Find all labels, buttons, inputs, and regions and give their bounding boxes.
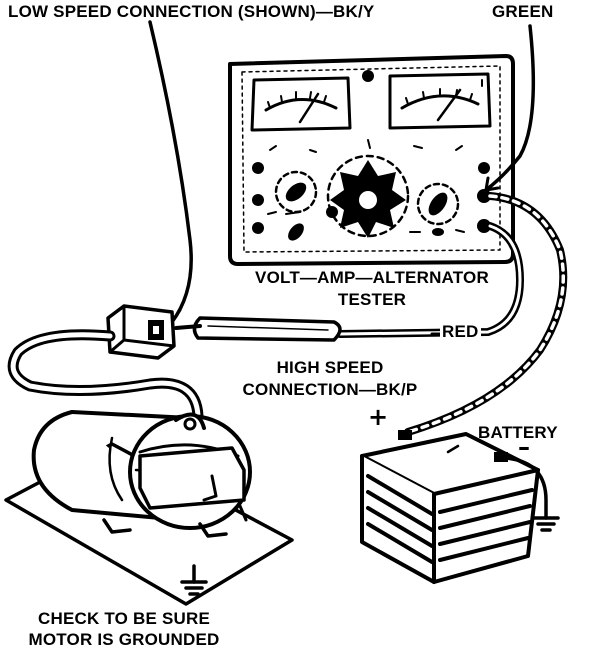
battery — [360, 430, 540, 584]
tester-right-jacks — [477, 162, 491, 233]
low-speed-connection-label: LOW SPEED CONNECTION (SHOWN)—BK/Y — [8, 2, 375, 21]
green-leader-line — [484, 24, 536, 192]
battery-label: BATTERY — [478, 423, 558, 442]
tester-unit — [228, 54, 515, 266]
red-lead-label: RED — [440, 322, 481, 341]
tester-label-line2: TESTER — [337, 290, 407, 309]
battery-negative-sign: – — [518, 433, 531, 461]
motor-ground-symbol — [180, 564, 208, 596]
tester-top-dial — [362, 70, 374, 82]
battery-positive-terminal — [398, 430, 412, 440]
check-ground-note-line1: CHECK TO BE SURE — [38, 609, 210, 628]
red-lead — [336, 222, 524, 338]
low-speed-leader-line — [148, 20, 193, 324]
tester-center-knob — [326, 154, 410, 238]
battery-positive-sign: + — [368, 403, 389, 431]
high-speed-label-line1: HIGH SPEED — [276, 358, 384, 377]
battery-ground-lead — [504, 456, 560, 532]
tester-label-line1: VOLT—AMP—ALTERNATOR — [255, 268, 489, 287]
check-ground-note-line2: MOTOR IS GROUNDED — [28, 630, 220, 649]
green-lead-label: GREEN — [492, 2, 554, 21]
blower-motor — [4, 410, 294, 606]
green-lead — [404, 192, 568, 436]
tester-small-knob — [432, 228, 444, 236]
low-speed-connector — [106, 304, 176, 360]
tester-left-jacks — [252, 162, 338, 234]
red-test-probe — [174, 316, 342, 342]
tester-small-knob — [288, 223, 304, 241]
tester-right-knob — [416, 182, 460, 226]
motor-lead-harness — [7, 329, 204, 422]
high-speed-label-line2: CONNECTION—BK/P — [242, 380, 418, 399]
tester-meter-left — [250, 76, 352, 132]
battery-negative-terminal — [494, 452, 508, 462]
tester-meter-right — [388, 72, 492, 130]
